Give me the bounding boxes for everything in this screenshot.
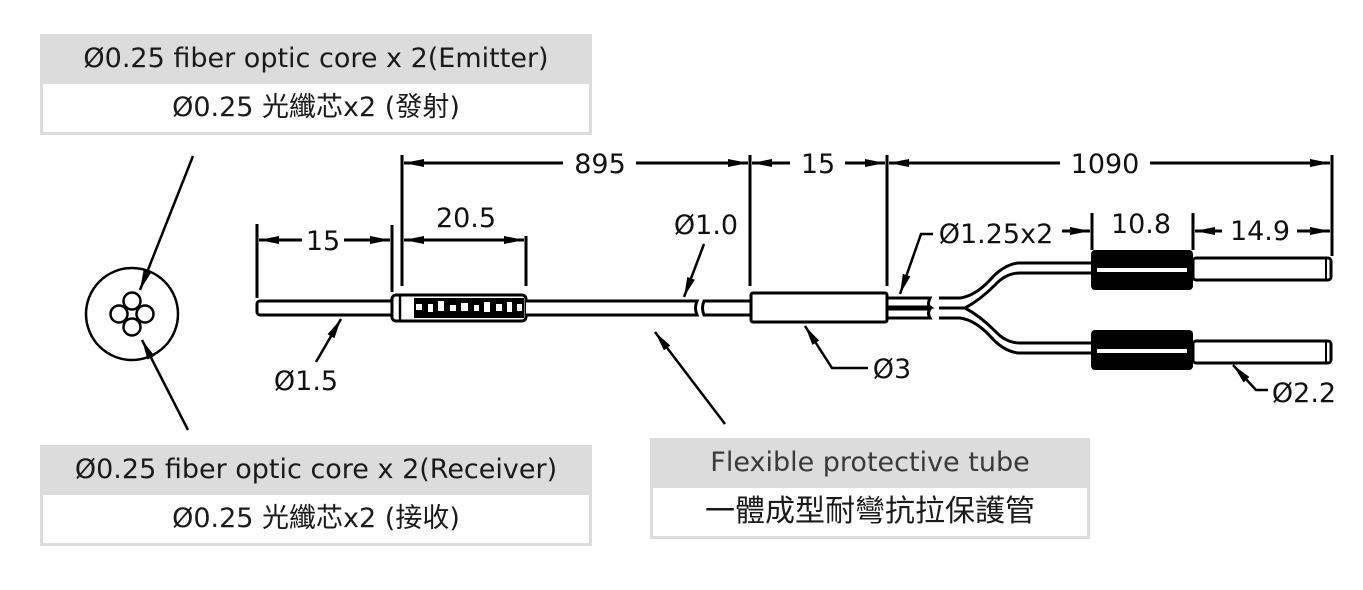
- leader-lines: [314, 232, 1268, 425]
- dia-connector-end: Ø2.2: [1272, 378, 1336, 409]
- emitter-callout-en: Ø0.25 fiber optic core x 2(Emitter): [40, 34, 592, 84]
- dim-sleeve-length: 20.5: [436, 203, 496, 234]
- receiver-callout-en: Ø0.25 fiber optic core x 2(Receiver): [40, 445, 592, 495]
- knurled-sleeve: [390, 293, 528, 323]
- connector-bottom: [1091, 330, 1333, 370]
- splitter-sleeve: [749, 291, 889, 324]
- dia-splitter: Ø3: [873, 354, 911, 385]
- core-right: [135, 304, 155, 324]
- emitter-callout-zh: Ø0.25 光纖芯x2 (發射): [40, 84, 592, 135]
- dim-tip-length: 15: [306, 226, 340, 257]
- connector-top: [1091, 250, 1333, 290]
- receiver-callout-zh: Ø0.25 光纖芯x2 (接收): [40, 495, 592, 546]
- dim-branch-length: 1090: [1071, 149, 1140, 180]
- dimension-lines: [259, 159, 1330, 244]
- dia-tip: Ø1.5: [274, 366, 338, 397]
- emitter-leader: [138, 155, 195, 291]
- core-bottom: [122, 317, 142, 337]
- dim-main-cable-length: 895: [574, 149, 626, 180]
- tube-callout-zh: 一體成型耐彎抗拉保護管: [650, 488, 1090, 539]
- sheath-outline: [84, 266, 180, 362]
- receiver-callout: Ø0.25 fiber optic core x 2(Receiver) Ø0.…: [40, 445, 592, 546]
- dim-splitter-length: 15: [801, 149, 835, 180]
- dim-connector-length: 10.8: [1111, 209, 1171, 240]
- main-cable: [526, 299, 754, 317]
- dim-connector-end-length: 14.9: [1230, 216, 1290, 247]
- dia-cable: Ø1.0: [674, 210, 738, 241]
- probe-tip: [255, 299, 396, 317]
- tube-callout: Flexible protective tube 一體成型耐彎抗拉保護管: [650, 438, 1090, 539]
- core-top: [122, 291, 142, 311]
- extension-lines: [255, 155, 1334, 298]
- core-left: [109, 304, 129, 324]
- twin-branches: [887, 261, 1092, 355]
- tube-callout-en: Flexible protective tube: [650, 438, 1090, 488]
- receiver-leader: [140, 339, 190, 431]
- dia-branches: Ø1.25x2: [939, 219, 1054, 250]
- emitter-callout: Ø0.25 fiber optic core x 2(Emitter) Ø0.2…: [40, 34, 592, 135]
- cross-section-view: [84, 155, 195, 431]
